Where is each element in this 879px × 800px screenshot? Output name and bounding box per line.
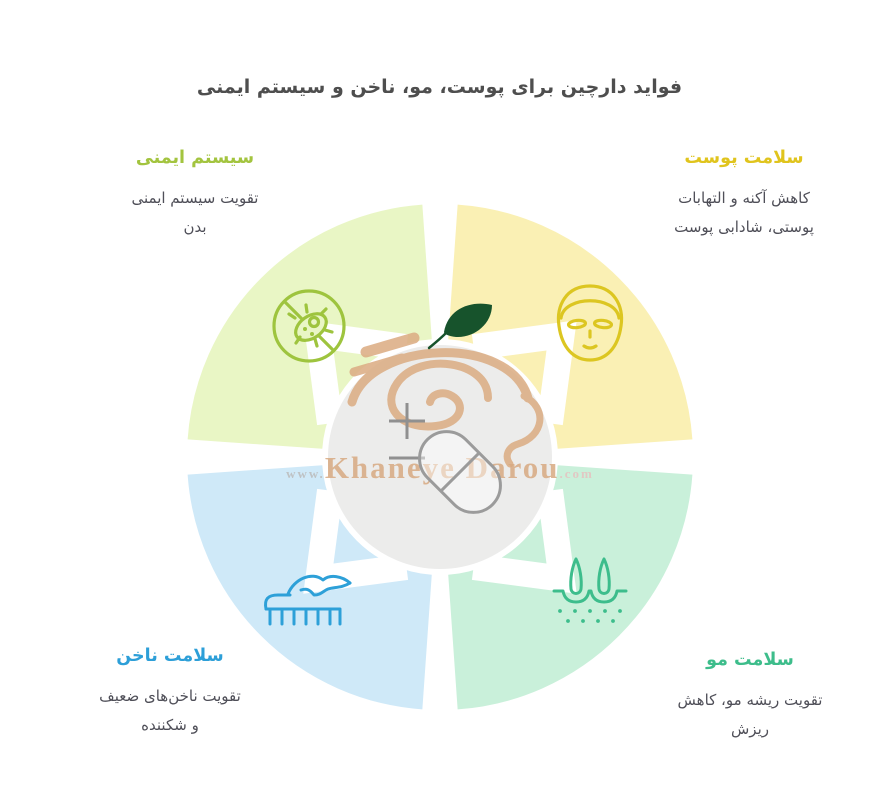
plus-icon — [389, 403, 425, 439]
section-immune-heading: سیستم ایمنی — [135, 148, 255, 168]
section-immune-desc-line1: تقویت سیستم ایمنی — [131, 189, 259, 207]
watermark-www: www. — [286, 466, 325, 481]
section-skin: سلامت پوست کاهش آکنه و التهابات پوستی، ش… — [629, 148, 859, 243]
infographic-title: فواید دارچین برای پوست، مو، ناخن و سیستم… — [196, 76, 683, 98]
face-icon — [556, 284, 624, 362]
nail-care-icon — [264, 574, 352, 626]
section-hair-desc-line2: ریزش — [730, 720, 769, 739]
section-skin-heading: سلامت پوست — [684, 148, 804, 168]
watermark-com: .com — [560, 466, 594, 481]
capsule-icon — [418, 430, 502, 514]
hair-follicle-icon — [552, 557, 628, 623]
section-nail-desc-line2: و شکننده — [141, 716, 199, 735]
section-hair-heading: سلامت مو — [706, 650, 794, 670]
section-nail-heading: سلامت ناخن — [116, 646, 224, 666]
cinnamon-roll-icon — [347, 332, 544, 468]
chevron-bottom-right — [471, 488, 577, 594]
section-hair: سلامت مو تقویت ریشه مو، کاهش ریزش — [635, 650, 865, 745]
leaf-icon — [427, 303, 492, 350]
section-immune: سیستم ایمنی تقویت سیستم ایمنی بدن — [80, 148, 310, 243]
section-immune-desc-line2: بدن — [183, 218, 207, 237]
section-skin-desc-line1: کاهش آکنه و التهابات — [678, 189, 810, 207]
section-hair-desc-line1: تقویت ریشه مو، کاهش — [677, 691, 823, 709]
no-bacteria-icon — [272, 289, 346, 363]
center-circle — [328, 345, 552, 569]
watermark-name: Khaneye Darou — [325, 450, 560, 485]
section-nail: سلامت ناخن تقویت ناخن‌های ضعیف و شکننده — [55, 646, 285, 741]
watermark: www.Khaneye Darou.com — [286, 450, 594, 485]
section-skin-desc-line2: پوستی، شادابی پوست — [674, 218, 814, 237]
section-nail-desc-line1: تقویت ناخن‌های ضعیف — [99, 687, 241, 705]
